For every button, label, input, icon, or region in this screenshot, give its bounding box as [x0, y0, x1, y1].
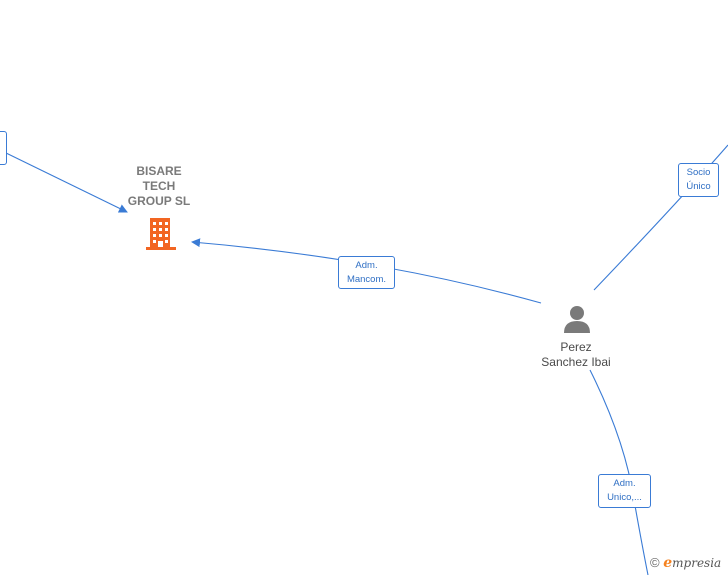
building-icon[interactable] — [144, 216, 178, 257]
empresia-logo-text: mpresia — [672, 556, 722, 570]
empresia-watermark: © empresia — [650, 555, 721, 571]
edge-person-to-top-right — [593, 144, 728, 291]
copyright-symbol: © — [650, 555, 660, 570]
edge-person-to-bottom — [589, 369, 649, 575]
edge-label-adm-mancom[interactable]: Adm. Mancom. — [338, 256, 395, 289]
offscreen-node-box[interactable] — [0, 131, 7, 165]
edge-label-socio-unico[interactable]: Socio Único — [678, 163, 719, 197]
edge-external-to-company — [3, 151, 128, 213]
person-name[interactable]: Perez Sanchez Ibai — [541, 340, 611, 369]
person-icon[interactable] — [562, 304, 592, 339]
empresia-logo-initial: e — [663, 555, 673, 571]
company-name[interactable]: BISARE TECH GROUP SL — [127, 164, 191, 208]
edge-label-adm-unico[interactable]: Adm. Unico,... — [598, 474, 651, 508]
